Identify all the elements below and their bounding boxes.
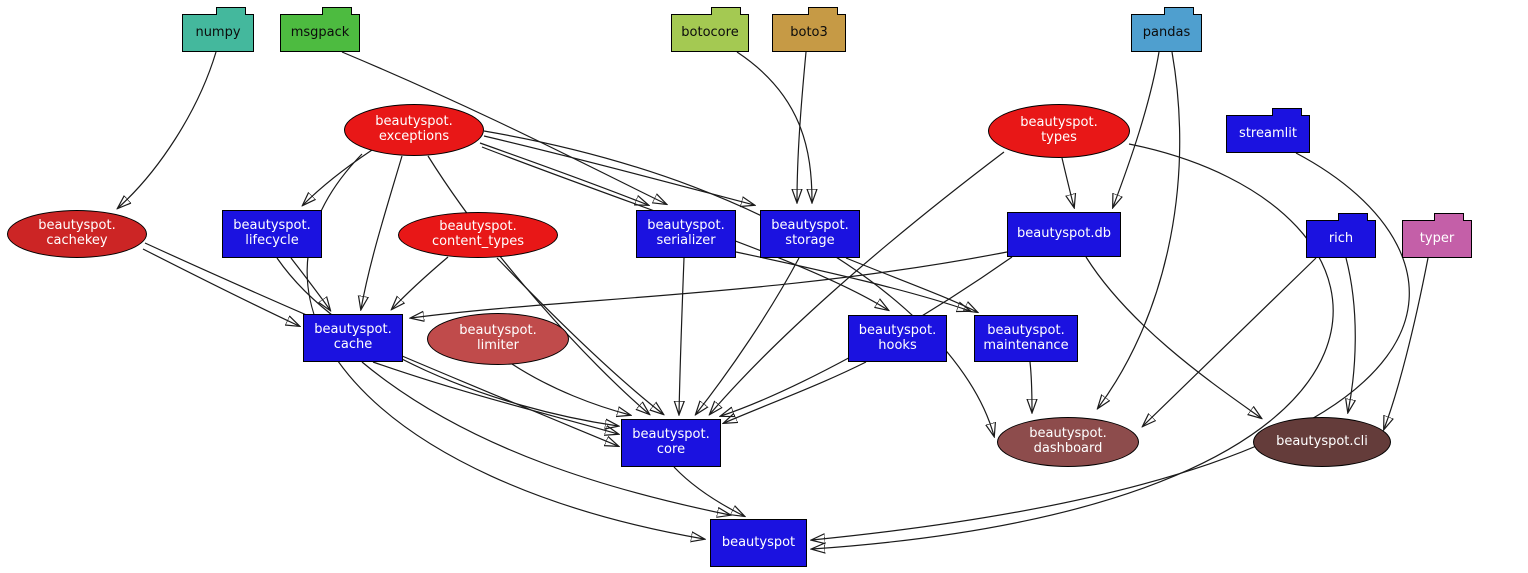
edge-rich-dashboard	[1143, 257, 1317, 426]
edge-content_types-core	[496, 257, 663, 414]
edge-exceptions-storage	[483, 135, 754, 205]
node-label: boto3	[790, 24, 828, 40]
node-label: beautyspot. cache	[314, 322, 392, 352]
edge-types-beautyspot	[812, 143, 1334, 549]
edge-serializer-maintenance	[735, 251, 970, 311]
node-label: streamlit	[1239, 125, 1297, 141]
edge-cachekey-core	[144, 242, 618, 446]
edge-lifecycle-core	[276, 257, 618, 426]
edge-core-beautyspot	[673, 466, 744, 516]
edge-rich-cli	[1346, 257, 1355, 412]
node-beautyspot-cache: beautyspot. cache	[303, 314, 403, 362]
node-beautyspot-exceptions: beautyspot. exceptions	[344, 104, 484, 156]
edge-cache-core	[372, 361, 618, 434]
edge-serializer-core	[679, 257, 684, 414]
edge-cache-beautyspot	[361, 361, 730, 515]
edge-types-core	[710, 151, 1005, 414]
node-numpy: numpy	[182, 7, 254, 52]
node-label: typer	[1419, 230, 1455, 246]
node-beautyspot-maintenance: beautyspot. maintenance	[974, 315, 1078, 362]
node-beautyspot-hooks: beautyspot. hooks	[848, 315, 947, 362]
node-beautyspot-cachekey: beautyspot. cachekey	[7, 210, 147, 258]
node-beautyspot-serializer: beautyspot. serializer	[636, 210, 736, 258]
node-pandas: pandas	[1131, 7, 1202, 52]
edge-maintenance-dashboard	[1030, 361, 1032, 412]
node-label: beautyspot. cachekey	[38, 218, 116, 248]
edge-exceptions-lifecycle	[303, 149, 373, 205]
node-typer: typer	[1402, 213, 1472, 258]
node-label: beautyspot. limiter	[459, 323, 537, 353]
edge-exceptions-core	[427, 155, 649, 414]
edge-typer-cli	[1384, 257, 1429, 429]
edge-limiter-core	[511, 363, 630, 415]
edge-boto3-storage	[797, 51, 807, 202]
node-label: rich	[1328, 230, 1354, 246]
edge-storage-maintenance	[845, 257, 977, 312]
node-label: beautyspot.db	[1017, 226, 1111, 242]
node-label: beautyspot. dashboard	[1029, 426, 1107, 456]
edge-numpy-cachekey	[118, 51, 217, 208]
node-beautyspot-lifecycle: beautyspot. lifecycle	[222, 210, 322, 258]
node-label: beautyspot. exceptions	[375, 114, 453, 144]
node-msgpack: msgpack	[280, 7, 360, 52]
edge-lifecycle-cache	[290, 257, 330, 310]
node-label: beautyspot. hooks	[858, 322, 937, 353]
node-label: beautyspot. storage	[771, 218, 849, 248]
node-beautyspot-limiter: beautyspot. limiter	[427, 313, 569, 365]
node-label: beautyspot. types	[1020, 115, 1098, 145]
node-beautyspot-dashboard: beautyspot. dashboard	[997, 417, 1139, 467]
node-boto3: boto3	[772, 7, 846, 52]
edge-streamlit-beautyspot	[812, 152, 1410, 540]
edge-storage-core	[696, 257, 800, 414]
edge-pandas-dashboard	[1098, 51, 1181, 408]
edge-content_types-cache	[392, 256, 449, 309]
node-label: beautyspot.cli	[1276, 433, 1368, 449]
node-beautyspot-types: beautyspot. types	[988, 104, 1130, 158]
node-beautyspot-db: beautyspot.db	[1007, 212, 1121, 257]
node-rich: rich	[1306, 213, 1376, 258]
node-label: beautyspot	[721, 534, 796, 550]
node-beautyspot-content-types: beautyspot. content_types	[398, 212, 558, 258]
node-beautyspot-core: beautyspot. core	[621, 419, 721, 467]
node-label: pandas	[1142, 24, 1191, 40]
edge-cachekey-cache	[142, 248, 299, 326]
edge-exceptions-dashboard	[483, 130, 994, 436]
node-label: botocore	[681, 24, 739, 40]
edge-db-cli	[1085, 256, 1261, 418]
node-streamlit: streamlit	[1226, 108, 1310, 153]
edge-msgpack-serializer	[341, 51, 666, 204]
node-label: numpy	[195, 24, 241, 40]
edge-exceptions-cache	[361, 155, 403, 309]
node-label: beautyspot. content_types	[431, 219, 525, 249]
node-label: beautyspot. maintenance	[983, 322, 1069, 353]
node-label: msgpack	[290, 24, 350, 40]
node-beautyspot: beautyspot	[710, 519, 807, 567]
edge-botocore-storage	[736, 51, 812, 202]
node-botocore: botocore	[671, 7, 749, 52]
node-beautyspot-storage: beautyspot. storage	[760, 210, 860, 258]
node-label: beautyspot. lifecycle	[233, 218, 311, 248]
edge-hooks-core	[724, 361, 867, 423]
edge-pandas-db	[1113, 51, 1160, 207]
node-label: beautyspot. serializer	[647, 218, 725, 248]
edge-exceptions-serializer	[479, 142, 648, 205]
edge-types-db	[1061, 157, 1074, 207]
node-label: beautyspot. core	[632, 427, 710, 457]
edge-db-cache	[411, 251, 1008, 318]
node-beautyspot-cli: beautyspot.cli	[1253, 417, 1391, 467]
